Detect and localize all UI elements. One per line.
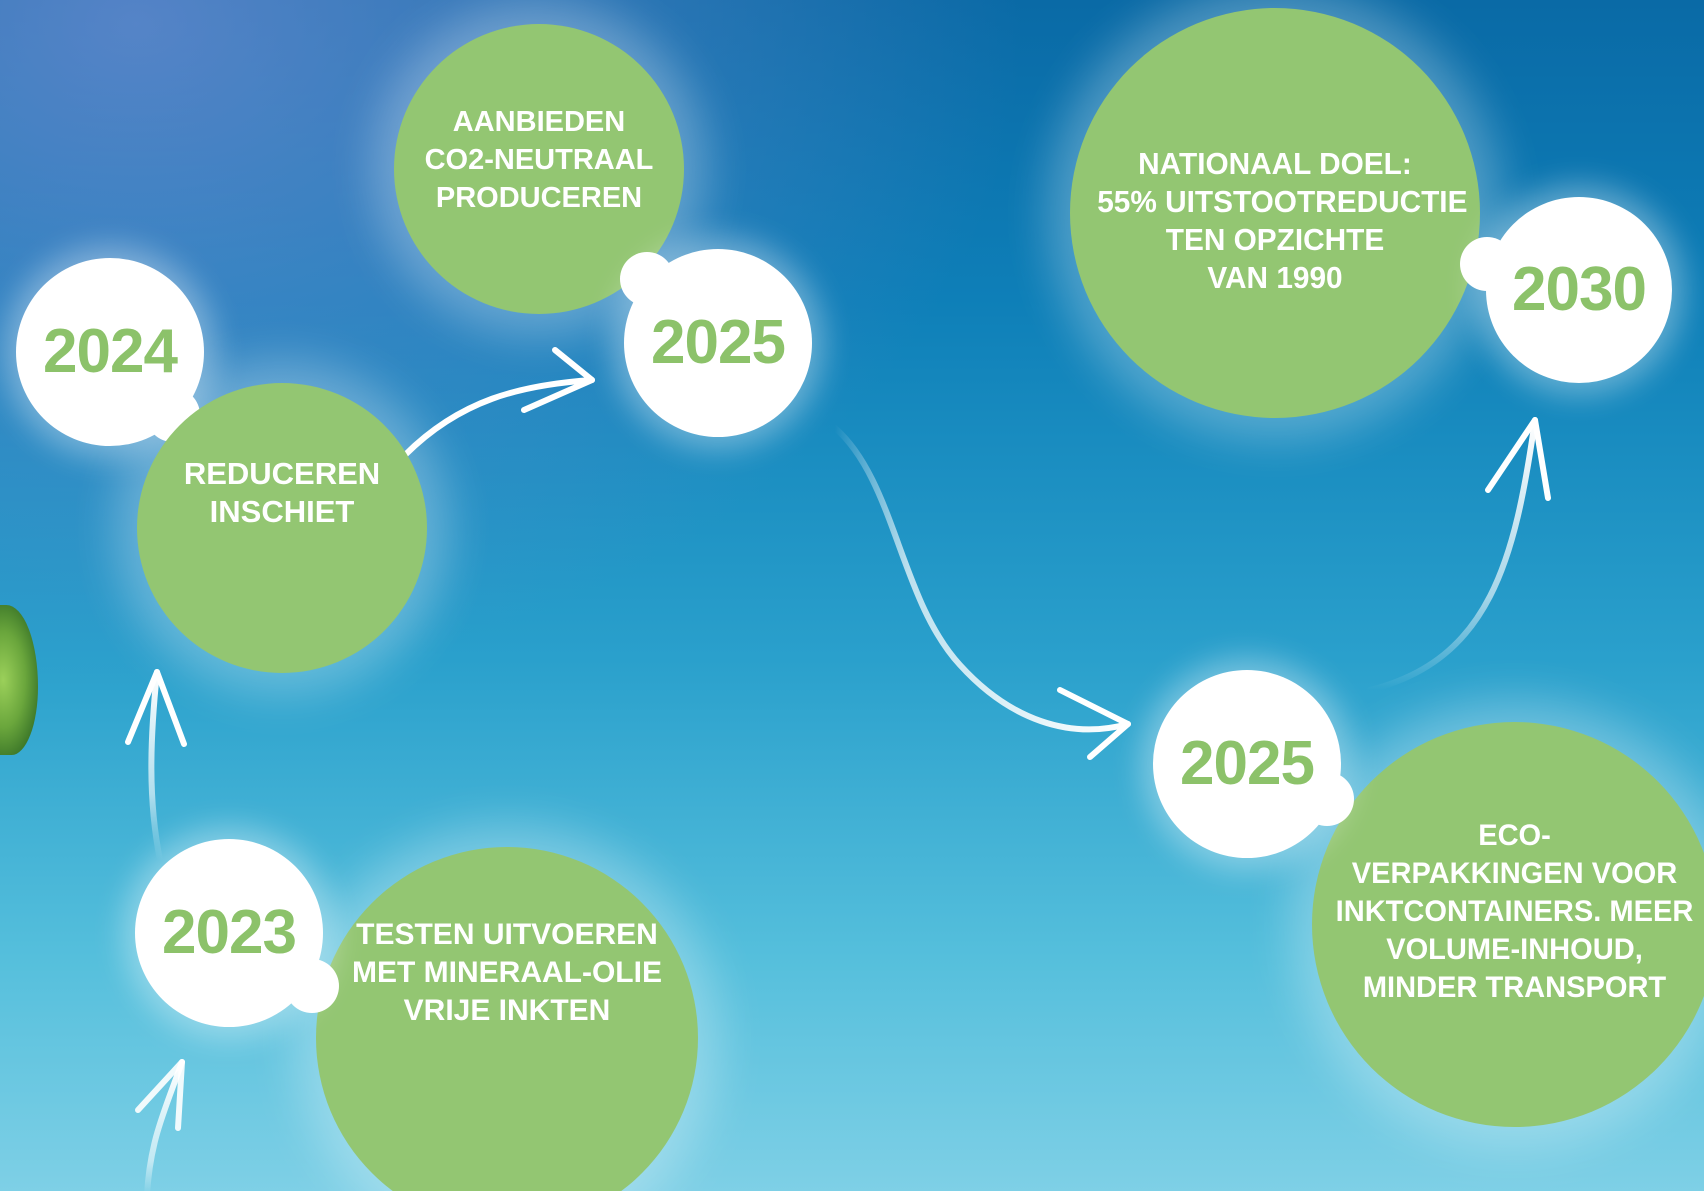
arrow-2024-to-2025 xyxy=(402,347,595,458)
bubble-nub xyxy=(285,959,339,1013)
milestone-2023-goal: TESTEN UITVOEREN MET MINERAAL-OLIE VRIJE… xyxy=(316,847,698,1197)
year-2023-bubble: 2023 xyxy=(135,839,339,1027)
milestone-2024-goal: REDUCEREN INSCHIET xyxy=(137,383,427,673)
milestone-2025b-text: ECO- VERPAKKINGEN VOOR INKTCONTAINERS. M… xyxy=(1335,819,1694,1005)
year-2025b-bubble: 2025 xyxy=(1153,670,1354,858)
arrow-2023-to-2024 xyxy=(125,669,187,863)
bubble-nub xyxy=(1460,237,1514,291)
milestone-2025b-goal: ECO- VERPAKKINGEN VOOR INKTCONTAINERS. M… xyxy=(1312,722,1704,1127)
milestone-2030-text: NATIONAAL DOEL: 55% UITSTOOTREDUCTIE TEN… xyxy=(1097,146,1468,296)
year-2025a-bubble: 2025 xyxy=(620,249,812,437)
year-2024-bubble: 2024 xyxy=(16,258,204,446)
year-2025b-label: 2025 xyxy=(1180,729,1315,798)
year-2023-label: 2023 xyxy=(162,898,297,967)
milestone-2023-text: TESTEN UITVOEREN MET MINERAAL-OLIE VRIJE… xyxy=(352,918,662,1028)
year-2025a-label: 2025 xyxy=(651,308,786,377)
bottom-edge-strip xyxy=(0,1191,1704,1197)
year-2030-bubble: 2030 xyxy=(1460,197,1672,383)
milestone-2024-text: REDUCEREN INSCHIET xyxy=(183,456,381,530)
arrow-2025-to-2030 xyxy=(1367,417,1551,693)
milestone-2030-goal: NATIONAAL DOEL: 55% UITSTOOTREDUCTIE TEN… xyxy=(1070,8,1480,418)
bubble-nub xyxy=(620,252,674,306)
year-2024-label: 2024 xyxy=(43,317,178,386)
arrow-into-2023 xyxy=(135,1059,185,1197)
bubble-nub xyxy=(1300,772,1354,826)
arrow-2025-to-2025 xyxy=(832,425,1131,760)
year-2030-label: 2030 xyxy=(1512,255,1647,324)
milestone-2025a-text: AANBIEDEN CO2-NEUTRAAL PRODUCEREN xyxy=(424,106,654,215)
